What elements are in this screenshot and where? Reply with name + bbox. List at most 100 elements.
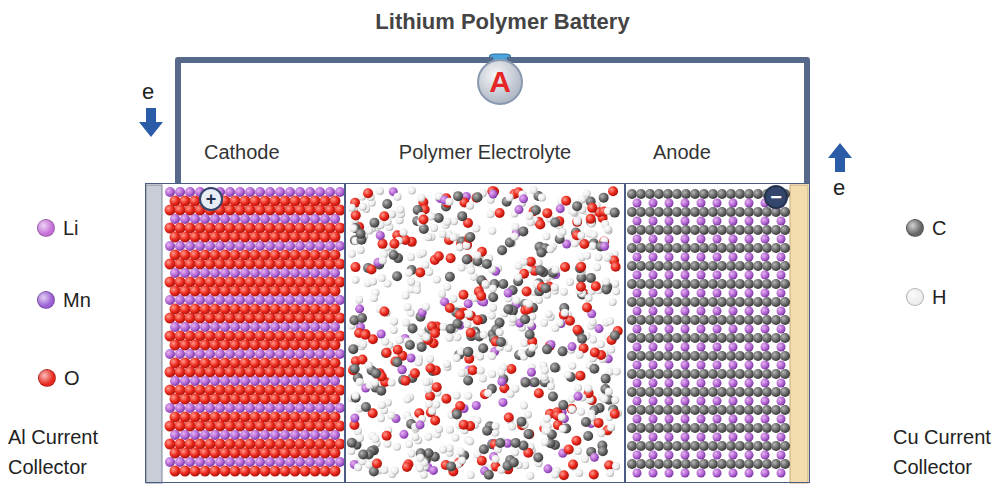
atom-sphere (729, 451, 738, 460)
atom-sphere (525, 300, 533, 308)
atom-sphere (729, 307, 738, 316)
atom-sphere (777, 307, 786, 316)
atom-sphere (378, 239, 388, 249)
atom-sphere (225, 457, 235, 467)
atom-sphere (771, 243, 781, 253)
atom-sphere (777, 451, 786, 460)
atom-sphere (777, 379, 786, 388)
atom-sphere (200, 430, 210, 440)
atom-sphere (633, 451, 642, 460)
atom-sphere (230, 286, 241, 297)
atom-sphere (538, 193, 546, 201)
atom-sphere (735, 405, 745, 415)
atom-sphere (175, 421, 186, 432)
atom-sphere (690, 297, 700, 307)
atom-sphere (654, 369, 664, 379)
atom-sphere (560, 288, 568, 296)
atom-sphere (285, 457, 295, 467)
atom-sphere (633, 343, 642, 352)
atom-sphere (446, 462, 456, 472)
atom-sphere (235, 457, 245, 467)
atom-sphere (771, 351, 781, 361)
atom-sphere (210, 394, 221, 405)
atom-sphere (325, 205, 336, 216)
atom-sphere (729, 235, 738, 244)
atom-sphere (690, 369, 700, 379)
atom-sphere (672, 279, 682, 289)
atom-sphere (681, 379, 690, 388)
atom-sphere (433, 275, 441, 283)
atom-sphere (310, 466, 321, 477)
atom-sphere (627, 405, 637, 415)
atom-sphere (265, 457, 275, 467)
atom-sphere (280, 214, 290, 224)
atom-sphere (523, 429, 533, 439)
atom-sphere (270, 430, 280, 440)
atom-sphere (512, 296, 520, 304)
atom-sphere (594, 418, 604, 428)
atom-sphere (330, 430, 340, 440)
atom-sphere (753, 369, 763, 379)
atom-sphere (717, 423, 727, 433)
atom-sphere (378, 401, 386, 409)
atom-sphere (744, 387, 754, 397)
atom-sphere (503, 304, 513, 314)
atom-sphere (636, 459, 646, 469)
atom-sphere (195, 313, 206, 324)
atom-sphere (185, 241, 195, 251)
atom-sphere (230, 322, 240, 332)
atom-sphere (350, 262, 360, 272)
atom-sphere (681, 261, 691, 271)
atom-sphere (210, 286, 221, 297)
atom-sphere (495, 438, 505, 448)
atom-sphere (265, 241, 275, 251)
atom-sphere (708, 279, 718, 289)
atom-sphere (636, 423, 646, 433)
atom-sphere (315, 457, 325, 467)
atom-sphere (200, 232, 211, 243)
atom-sphere (663, 405, 673, 415)
atom-sphere (497, 377, 506, 386)
title-holder: Lithium Polymer Battery (0, 9, 1005, 35)
atom-sphere (205, 403, 215, 413)
atom-sphere (744, 315, 754, 325)
atom-sphere (255, 205, 266, 216)
atom-sphere (603, 254, 611, 262)
atom-sphere (260, 322, 270, 332)
legend-item: H (906, 285, 946, 309)
atom-sphere (744, 243, 754, 253)
atom-sphere (240, 430, 250, 440)
atom-sphere (280, 232, 291, 243)
atom-sphere (649, 235, 658, 244)
atom-sphere (777, 235, 786, 244)
atom-sphere (170, 394, 181, 405)
atom-sphere (290, 214, 300, 224)
atom-sphere (681, 351, 691, 361)
atom-sphere (403, 395, 411, 403)
atom-sphere (359, 203, 367, 211)
polymer-molecules (347, 186, 623, 480)
atom-sphere (708, 243, 718, 253)
atom-sphere (753, 351, 763, 361)
atom-sphere (260, 214, 270, 224)
atom-sphere (761, 343, 770, 352)
atom-sphere (735, 297, 745, 307)
atom-sphere (275, 367, 286, 378)
atom-sphere (753, 279, 763, 289)
atom-sphere (681, 279, 691, 289)
atom-sphere (300, 232, 311, 243)
atom-sphere (404, 303, 412, 311)
atom-sphere (215, 259, 226, 270)
atom-sphere (713, 361, 722, 370)
atom-sphere (744, 405, 754, 415)
atom-sphere (780, 441, 790, 451)
atom-sphere (300, 286, 311, 297)
atom-sphere (175, 187, 185, 197)
atom-sphere (407, 353, 416, 362)
atom-sphere (654, 279, 664, 289)
atom-sphere (210, 322, 220, 332)
atom-sphere (762, 225, 772, 235)
atom-sphere (335, 241, 345, 251)
atom-sphere (430, 415, 440, 425)
atom-sphere (417, 194, 425, 202)
